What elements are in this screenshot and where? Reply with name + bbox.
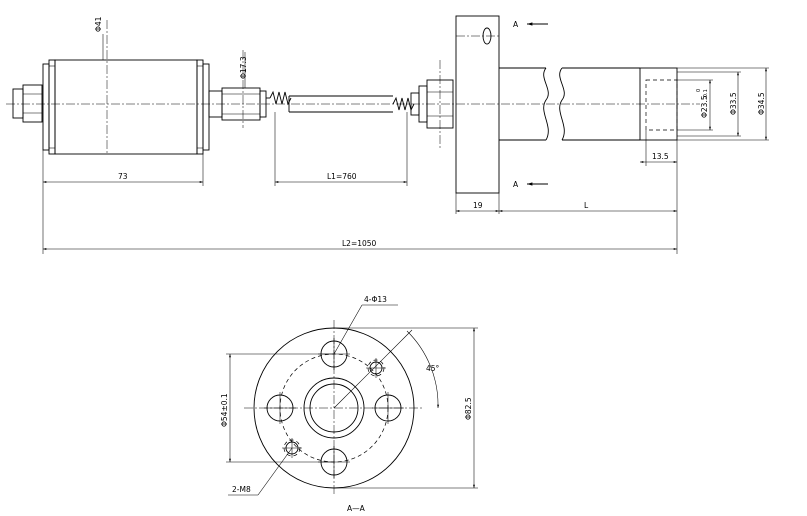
threads-label: 2-M8 — [232, 485, 251, 494]
assembly-side-view — [6, 15, 700, 194]
cable-gland — [208, 50, 267, 128]
shaft — [288, 95, 393, 113]
dim-dia-41: Φ41 — [94, 16, 103, 32]
dim-len-19: 19 — [473, 201, 483, 210]
section-mark-top: A — [513, 20, 519, 29]
outer-dia-label: Φ82.5 — [464, 397, 473, 420]
dim-len-13-5: 13.5 — [652, 152, 669, 161]
fitting — [410, 60, 454, 148]
thread-hole-upper-right — [366, 358, 386, 378]
flange — [455, 15, 500, 194]
dim-len-73: 73 — [118, 172, 128, 181]
connector-plug — [12, 84, 43, 123]
dim-dia-17-3: Φ17.3 — [239, 56, 248, 79]
angle-label: 45° — [426, 364, 440, 373]
dim-dia-33-5: Φ33.5 — [729, 92, 738, 115]
flange-end-view: 45° 4-Φ13 2-M8 Φ54±0.1 Φ82.5 A—A — [220, 295, 478, 513]
holes-label: 4-Φ13 — [364, 295, 387, 304]
section-marks: A A — [513, 20, 548, 189]
dim-dia-34-5: Φ34.5 — [757, 92, 766, 115]
spring-left — [266, 90, 292, 106]
dim-tol-lower: -0.1 — [703, 89, 709, 99]
dim-tol-upper: 0 — [696, 89, 702, 92]
dim-len-l1: L1=760 — [327, 172, 357, 181]
spring-right — [392, 96, 415, 112]
pcd-label: Φ54±0.1 — [220, 393, 229, 427]
sensor-body — [42, 20, 210, 155]
dim-dia-23-5: Φ23.5 — [700, 95, 709, 118]
dim-len-l2: L2=1050 — [342, 239, 377, 248]
dim-len-l: L — [584, 201, 589, 210]
view-label: A—A — [347, 504, 366, 513]
dimensions-top: Φ41 Φ17.3 73 L1=760 19 L L2=1050 13.5 — [42, 16, 769, 254]
section-mark-bottom: A — [513, 180, 519, 189]
probe-tube — [499, 67, 678, 141]
